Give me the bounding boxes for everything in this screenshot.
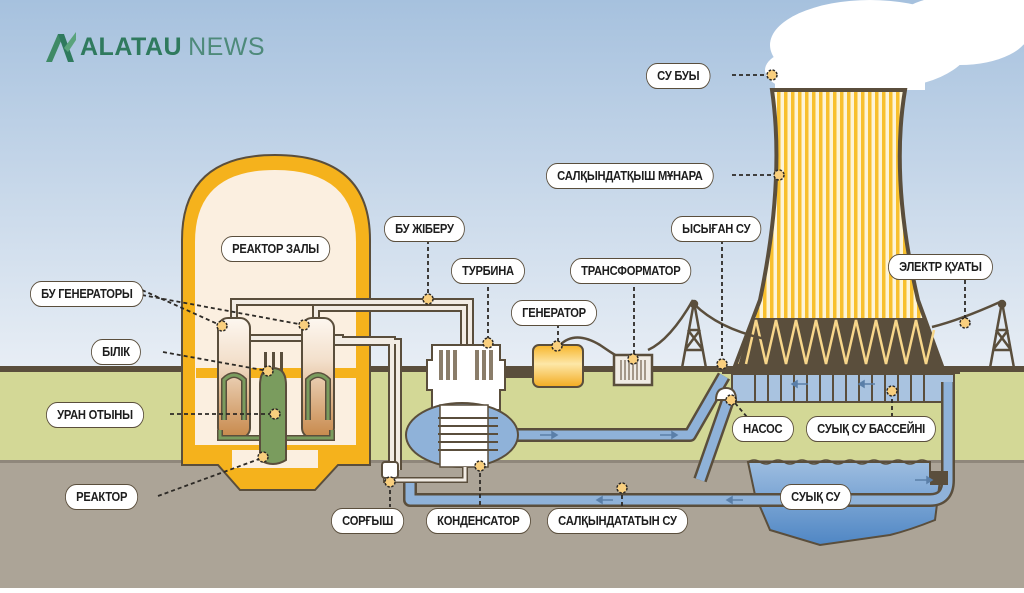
label-cooling-tower: САЛҚЫНДАТҚЫШ МҰНАРА	[546, 163, 714, 189]
brand-name-bold: ALATAU	[80, 32, 183, 61]
label-turbine: ТУРБИНА	[451, 258, 526, 284]
label-reactor: РЕАКТОР	[65, 484, 139, 510]
markers	[216, 69, 971, 494]
label-rod: БІЛІК	[91, 339, 141, 365]
label-pump: НАСОС	[732, 416, 794, 442]
label-generator: ГЕНЕРАТОР	[511, 300, 598, 326]
alatau-logo-icon	[46, 32, 76, 62]
label-electric-power: ЭЛЕКТР ҚУАТЫ	[888, 254, 993, 280]
cooling-tower	[722, 88, 960, 403]
label-cold-water-basin: СУЫҚ СУ БАССЕЙНІ	[806, 416, 937, 442]
label-transformer: ТРАНСФОРМАТОР	[570, 258, 692, 284]
label-cold-water: СУЫҚ СУ	[780, 484, 852, 510]
turbine	[426, 344, 533, 411]
condenser	[381, 402, 519, 483]
label-reactor-hall: РЕАКТОР ЗАЛЫ	[221, 236, 331, 262]
label-cooling-water: САЛҚЫНДАТАТЫН СУ	[547, 508, 688, 534]
label-steam-generators: БУ ГЕНЕРАТОРЫ	[30, 281, 144, 307]
label-steam-release: БУ ЖІБЕРУ	[384, 216, 465, 242]
steam-generator-right	[301, 317, 335, 439]
label-steam: СУ БУЫ	[646, 63, 711, 89]
label-condenser: КОНДЕНСАТОР	[426, 508, 531, 534]
label-uranium-fuel: УРАН ОТЫНЫ	[46, 402, 144, 428]
label-hot-water: ЫСЫҒАН СУ	[671, 216, 762, 242]
label-pump-small: СОРҒЫШ	[331, 508, 405, 534]
steam-cloud	[765, 0, 1024, 95]
brand-name-light: NEWS	[188, 32, 266, 61]
pylon-left	[680, 299, 708, 369]
pylon-right	[988, 299, 1016, 369]
brand-logo: ALATAU NEWS	[44, 30, 265, 64]
steam-generator-left	[217, 317, 251, 439]
power-lines	[647, 299, 1001, 352]
